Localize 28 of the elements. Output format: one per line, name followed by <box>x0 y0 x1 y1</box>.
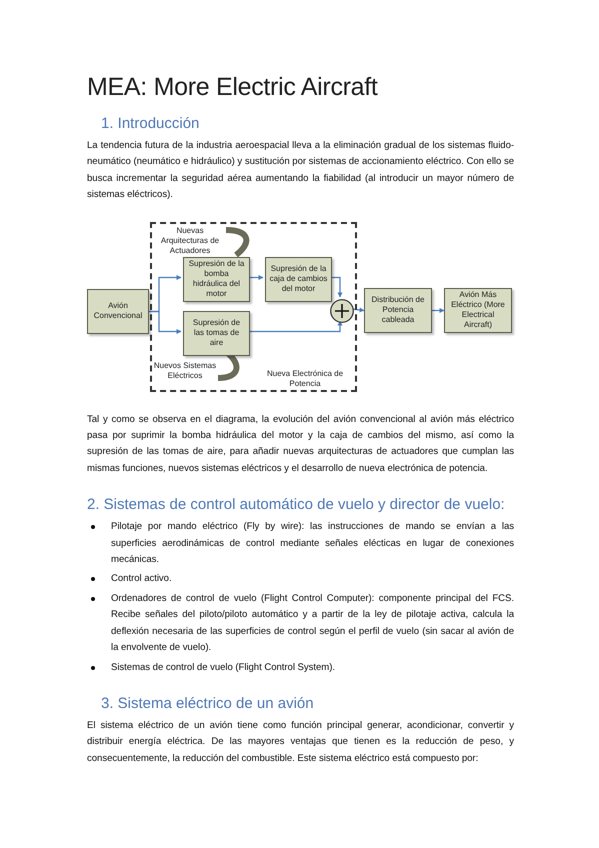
process-box: Distribución de Potencia cableada <box>364 288 432 333</box>
bullet-text: Control activo. <box>111 572 173 586</box>
section-heading: 3. Sistema eléctrico de un avión <box>101 694 315 714</box>
page-title: MEA: More Electric Aircraft <box>87 72 379 102</box>
arrow <box>352 307 364 312</box>
arrow <box>330 276 342 298</box>
arrow <box>248 320 342 332</box>
paragraph: La tendencia futura de la industria aeroespacial lleva a la eliminación gradual de los sistemas fluido-neumático (neumático e hidráulico) y sustitución por sistemas de accionamiento eléctrico. Con ello se busca incrementar la seguridad aérea aumentando la fiabilidad (al introducir un mayor número de sistemas eléctricos). <box>87 139 514 202</box>
arrow <box>149 310 182 334</box>
section-heading: 2. Sistemas de control automático de vuelo y director de vuelo: <box>87 495 506 516</box>
paragraph: Tal y como se observa en el diagrama, la evolución del avión convencional al avión más eléctrico pasa por suprimir la bomba hidráulica del motor y la caja de cambios del mismo, así como la supresión de las tomas de aire, para añadir nuevas arquitecturas de actuadores que cumplan las mismas funciones, nuevos sistemas eléctricos y el desarrollo de nueva electrónica de potencia. <box>87 412 514 476</box>
summing-junction <box>330 298 354 323</box>
process-box: Avión Más Eléctrico (More Electrical Aircraft) <box>444 288 512 333</box>
dashed-group-frame <box>150 222 357 392</box>
arrow <box>432 308 444 313</box>
process-box: Supresión de las tomas de aire <box>183 310 250 356</box>
annotation-text: Nuevos Sistemas Eléctricos <box>152 360 218 383</box>
arrow <box>248 274 264 280</box>
process-box: Avión Convencional <box>87 288 149 334</box>
annotation-text: Nuevas Arquitecturas de Actuadores <box>154 226 226 256</box>
bullet-text: Sistemas de control de vuelo (Flight Control System). <box>111 660 336 674</box>
process-box: Supresión de la caja de cambios del motor <box>265 256 332 302</box>
bullet-text: Ordenadores de control de vuelo (Flight Control Computer): componente principal del FCS. Recibe señales del piloto/piloto automático y a partir de la ley de pilotaje activa, calcula la deflexión necesaria de las superficies de control según el perfil de vuelo (sin sacar al avión de la envolvente de vuelo). <box>111 592 514 656</box>
section-heading: 1. Introducción <box>101 114 200 134</box>
bullet-text: Pilotaje por mando eléctrico (Fly by wire): las instrucciones de mando se envían a las superficies aerodinámicas de control mediante señales elécticas en lugar de conexiones mecánicas. <box>111 520 514 568</box>
group-title: Nueva Electrónica de Potencia <box>266 368 344 389</box>
process-box: Supresión de la bomba hidráulica del motor <box>183 256 250 302</box>
paragraph: El sistema eléctrico de un avión tiene como función principal generar, acondicionar, convertir y distribuir energía eléctrica. De las mayores ventajas que tienen es la reducción de peso, y consecuentemente, la reducción del combustible. Este sistema eléctrico está compuesto por: <box>87 718 514 766</box>
